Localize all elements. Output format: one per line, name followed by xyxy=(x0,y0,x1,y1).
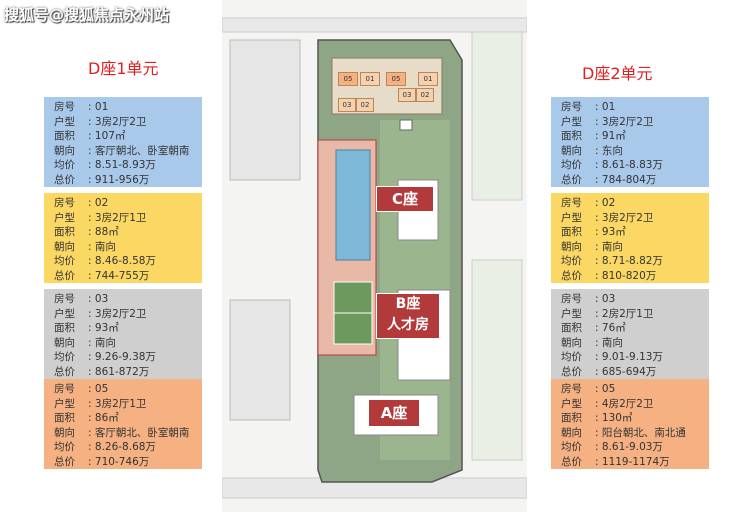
right-unit-title: D座2单元 xyxy=(582,64,653,83)
field-row: 房号: 02 xyxy=(54,197,109,209)
field-row: 户型: 2房2厅1卫 xyxy=(561,307,654,320)
site-plan-map: 05 01 05 01 03 02 03 02 C座 B座 人才房 A座 xyxy=(221,0,528,512)
field-row: 户型: 3房2厅1卫 xyxy=(54,211,147,224)
unit-box: 05 xyxy=(338,72,358,86)
field-row: 朝向: 东向 xyxy=(561,144,623,157)
field-row: 面积: 88㎡ xyxy=(54,226,119,238)
field-row: 总价: 744-755万 xyxy=(54,269,150,282)
left-unit-title: D座1单元 xyxy=(88,59,159,78)
left-card-01: 房号: 01 户型: 3房2厅2卫 面积: 107㎡ 朝向: 客厅朝北、卧室朝南… xyxy=(44,97,202,187)
field-row: 户型: 3房2厅2卫 xyxy=(561,211,654,224)
field-row: 朝向: 南向 xyxy=(54,240,116,253)
neighbor-block xyxy=(229,299,291,421)
field-row: 房号: 02 xyxy=(561,197,616,209)
field-row: 房号: 05 xyxy=(54,383,109,395)
field-row: 均价: 9.26-9.38万 xyxy=(54,351,156,363)
field-row: 朝向: 南向 xyxy=(54,336,116,349)
left-card-03: 房号: 03 户型: 3房2厅2卫 面积: 93㎡ 朝向: 南向 均价: 9.2… xyxy=(44,289,202,379)
field-row: 总价: 1119-1174万 xyxy=(561,455,670,468)
field-row: 户型: 3房2厅1卫 xyxy=(54,397,147,410)
unit-box: 02 xyxy=(416,88,434,102)
field-row: 面积: 76㎡ xyxy=(561,322,626,334)
neighbor-block xyxy=(471,259,523,461)
field-row: 朝向: 南向 xyxy=(561,336,623,349)
field-row: 总价: 685-694万 xyxy=(561,365,657,378)
unit-box: 05 xyxy=(386,72,406,86)
building-b-label-line2: 人才房 xyxy=(387,317,429,333)
field-row: 房号: 05 xyxy=(561,383,616,395)
field-row: 户型: 3房2厅2卫 xyxy=(54,307,147,320)
field-row: 均价: 8.26-8.68万 xyxy=(54,441,156,453)
right-card-02: 房号: 02 户型: 3房2厅2卫 面积: 93㎡ 朝向: 南向 均价: 8.7… xyxy=(551,193,709,283)
field-row: 总价: 861-872万 xyxy=(54,365,150,378)
watermark: 搜狐号@搜狐焦点永州站 xyxy=(4,6,170,24)
field-row: 朝向: 客厅朝北、卧室朝南 xyxy=(54,426,190,439)
building-b-label: B座 人才房 xyxy=(376,293,440,339)
field-row: 均价: 8.46-8.58万 xyxy=(54,255,156,267)
right-card-05: 房号: 05 户型: 4房2厅2卫 面积: 130㎡ 朝向: 阳台朝北、南北通 … xyxy=(551,379,709,469)
field-row: 朝向: 南向 xyxy=(561,240,623,253)
unit-box: 02 xyxy=(356,98,374,112)
unit-box: 03 xyxy=(338,98,356,112)
field-row: 均价: 8.61-9.03万 xyxy=(561,441,663,453)
field-row: 面积: 86㎡ xyxy=(54,412,119,424)
neighbor-block xyxy=(229,39,301,181)
entrance-structure xyxy=(399,119,413,131)
field-row: 户型: 3房2厅2卫 xyxy=(54,115,147,128)
road xyxy=(221,17,528,33)
field-row: 面积: 93㎡ xyxy=(561,226,626,238)
field-row: 面积: 93㎡ xyxy=(54,322,119,334)
field-row: 朝向: 阳台朝北、南北通 xyxy=(561,426,686,439)
unit-box: 03 xyxy=(398,88,416,102)
field-row: 均价: 8.51-8.93万 xyxy=(54,159,156,171)
field-row: 总价: 710-746万 xyxy=(54,455,150,468)
right-card-03: 房号: 03 户型: 2房2厅1卫 面积: 76㎡ 朝向: 南向 均价: 9.0… xyxy=(551,289,709,379)
field-row: 总价: 911-956万 xyxy=(54,173,150,186)
field-row: 朝向: 客厅朝北、卧室朝南 xyxy=(54,144,190,157)
field-row: 房号: 03 xyxy=(54,293,109,305)
field-row: 房号: 03 xyxy=(561,293,616,305)
field-row: 户型: 4房2厅2卫 xyxy=(561,397,654,410)
left-card-05: 房号: 05 户型: 3房2厅1卫 面积: 86㎡ 朝向: 客厅朝北、卧室朝南 … xyxy=(44,379,202,469)
field-row: 户型: 3房2厅2卫 xyxy=(561,115,654,128)
field-row: 面积: 107㎡ xyxy=(54,130,126,142)
field-row: 总价: 784-804万 xyxy=(561,173,657,186)
swimming-pool xyxy=(335,149,371,261)
building-c-label: C座 xyxy=(376,186,434,212)
field-row: 均价: 8.71-8.82万 xyxy=(561,255,663,267)
unit-box: 01 xyxy=(418,72,438,86)
left-card-02: 房号: 02 户型: 3房2厅1卫 面积: 88㎡ 朝向: 南向 均价: 8.4… xyxy=(44,193,202,283)
building-a-label: A座 xyxy=(368,399,420,427)
field-row: 面积: 91㎡ xyxy=(561,130,626,142)
field-row: 房号: 01 xyxy=(561,101,616,113)
field-row: 均价: 8.61-8.83万 xyxy=(561,159,663,171)
building-b-label-line1: B座 xyxy=(395,296,421,312)
field-row: 面积: 130㎡ xyxy=(561,412,633,424)
field-row: 房号: 01 xyxy=(54,101,109,113)
field-row: 总价: 810-820万 xyxy=(561,269,657,282)
field-row: 均价: 9.01-9.13万 xyxy=(561,351,663,363)
right-card-01: 房号: 01 户型: 3房2厅2卫 面积: 91㎡ 朝向: 东向 均价: 8.6… xyxy=(551,97,709,187)
neighbor-block xyxy=(471,19,523,201)
unit-box: 01 xyxy=(360,72,380,86)
